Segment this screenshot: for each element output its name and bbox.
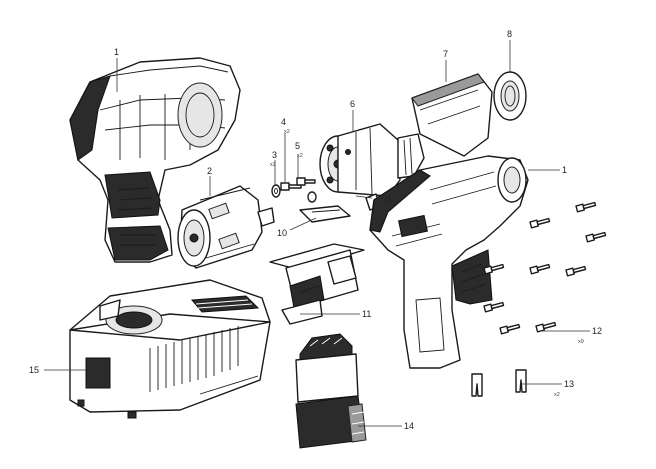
callout-14-battery: 14 (404, 421, 414, 431)
housing-screws (483, 201, 607, 335)
housing-right (369, 155, 529, 369)
charger (69, 279, 271, 419)
callout-6-gearbox: 6 (350, 99, 355, 109)
callout-11-trigger-switch: 11 (362, 309, 371, 319)
battery (295, 333, 367, 449)
small-hardware (271, 177, 317, 203)
screw-part (296, 177, 316, 186)
callout-3-quantity: x2 (270, 162, 276, 168)
belt-clips (471, 369, 527, 397)
gearbox (319, 123, 425, 197)
callout-13-belt-clips: 13 (564, 379, 574, 389)
ring (493, 71, 527, 121)
trigger-switch (269, 243, 365, 325)
callout-15-charger: 15 (29, 365, 39, 375)
callout-13-quantity: x2 (554, 392, 560, 398)
callout-4-quantity: x2 (284, 129, 290, 135)
callout-1-housing-right: 1 (562, 165, 567, 175)
washer-part (271, 184, 281, 198)
callout-1-housing-left: 1 (114, 47, 119, 57)
switch-bracket (299, 205, 351, 223)
callout-labels: 1 1 2 3 x2 4 x2 5 x2 6 7 8 9 10 11 12 x9… (29, 29, 602, 431)
callout-3-washer: 3 (272, 150, 277, 160)
callout-10-switch-bracket: 10 (277, 228, 287, 238)
callout-5-quantity: x2 (297, 153, 303, 159)
callout-5-screw: 5 (295, 141, 300, 151)
screw-part (307, 191, 317, 203)
screw-part (280, 182, 302, 191)
callout-12-screws: 12 (592, 326, 602, 336)
motor (177, 185, 275, 269)
callout-9-clip: 9 (386, 194, 391, 204)
housing-left-half (69, 57, 241, 263)
callout-7-nose-cover: 7 (443, 49, 448, 59)
callout-4-screw: 4 (281, 117, 286, 127)
leader-lines (44, 40, 590, 427)
callout-2-motor: 2 (207, 166, 212, 176)
nose-cover (411, 73, 493, 157)
callout-8-ring: 8 (507, 29, 512, 39)
callout-12-quantity: x9 (578, 339, 584, 345)
